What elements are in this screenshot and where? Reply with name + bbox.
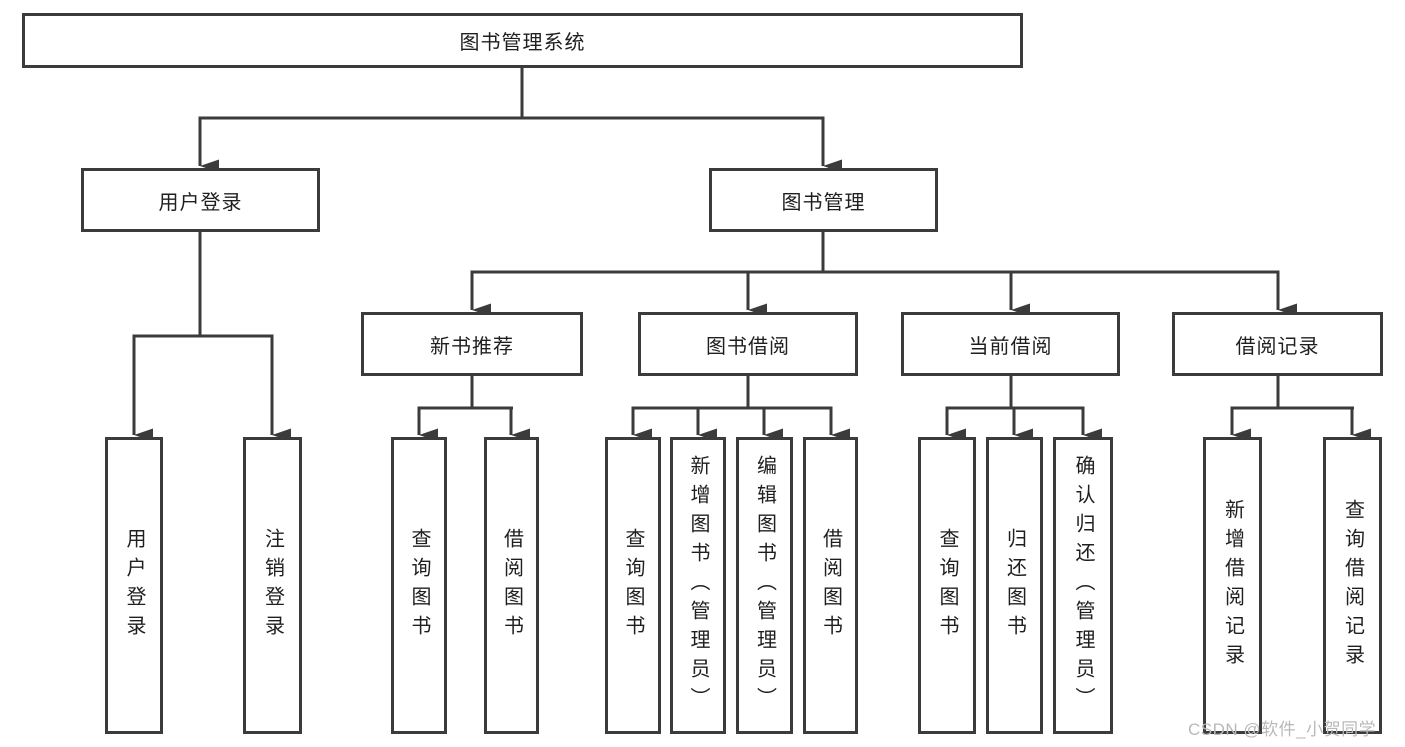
- node-label: 注销登录: [261, 527, 284, 644]
- node-leaf-return-book: 归还图书: [986, 437, 1043, 734]
- node-book-management: 图书管理: [709, 168, 938, 232]
- csdn-watermark: CSDN @软件_小贺同学: [1188, 720, 1377, 739]
- node-label: 查询图书: [622, 527, 644, 644]
- node-leaf-logout: 注销登录: [243, 437, 302, 734]
- node-label: 新增借阅记录: [1221, 498, 1244, 673]
- node-new-book-recommend: 新书推荐: [361, 312, 583, 376]
- node-leaf-borrow-book-recommend: 借阅图书: [484, 437, 539, 734]
- node-label: 图书管理系统: [459, 32, 586, 54]
- node-leaf-query-book-current: 查询图书: [918, 437, 976, 734]
- node-label: 用户登录: [123, 527, 145, 644]
- node-label: 借阅图书: [819, 527, 842, 644]
- node-label: 查询图书: [408, 527, 430, 644]
- node-leaf-add-book-admin: 新增图书（管理员）: [670, 437, 726, 734]
- node-label: 查询图书: [936, 527, 958, 644]
- node-label: 归还图书: [1003, 527, 1026, 644]
- node-label: 当前借阅: [968, 335, 1053, 358]
- node-borrow-record: 借阅记录: [1172, 312, 1383, 376]
- node-label: 借阅记录: [1235, 335, 1320, 358]
- node-book-borrow: 图书借阅: [638, 312, 858, 376]
- node-label: 图书管理: [781, 191, 866, 214]
- node-label: 新增图书（管理员）: [687, 455, 709, 716]
- node-leaf-add-borrow-record: 新增借阅记录: [1203, 437, 1262, 734]
- node-label: 借阅图书: [500, 527, 523, 644]
- node-user-login: 用户登录: [81, 168, 320, 232]
- node-library-system: 图书管理系统: [22, 13, 1023, 68]
- node-label: 查询借阅记录: [1341, 498, 1364, 673]
- node-leaf-borrow-book: 借阅图书: [803, 437, 858, 734]
- node-label: 用户登录: [158, 191, 243, 214]
- node-label: 编辑图书（管理员）: [753, 455, 776, 716]
- node-leaf-confirm-return-admin: 确认归还（管理员）: [1053, 437, 1113, 734]
- node-label: 确认归还（管理员）: [1072, 455, 1094, 716]
- node-leaf-query-borrow-record: 查询借阅记录: [1323, 437, 1382, 734]
- node-leaf-query-book-recommend: 查询图书: [391, 437, 447, 734]
- node-leaf-query-book-borrow: 查询图书: [605, 437, 661, 734]
- node-label: 新书推荐: [430, 335, 514, 358]
- node-current-borrow: 当前借阅: [901, 312, 1120, 376]
- node-leaf-user-login: 用户登录: [105, 437, 163, 734]
- node-leaf-edit-book-admin: 编辑图书（管理员）: [736, 437, 793, 734]
- node-label: 图书借阅: [706, 335, 790, 358]
